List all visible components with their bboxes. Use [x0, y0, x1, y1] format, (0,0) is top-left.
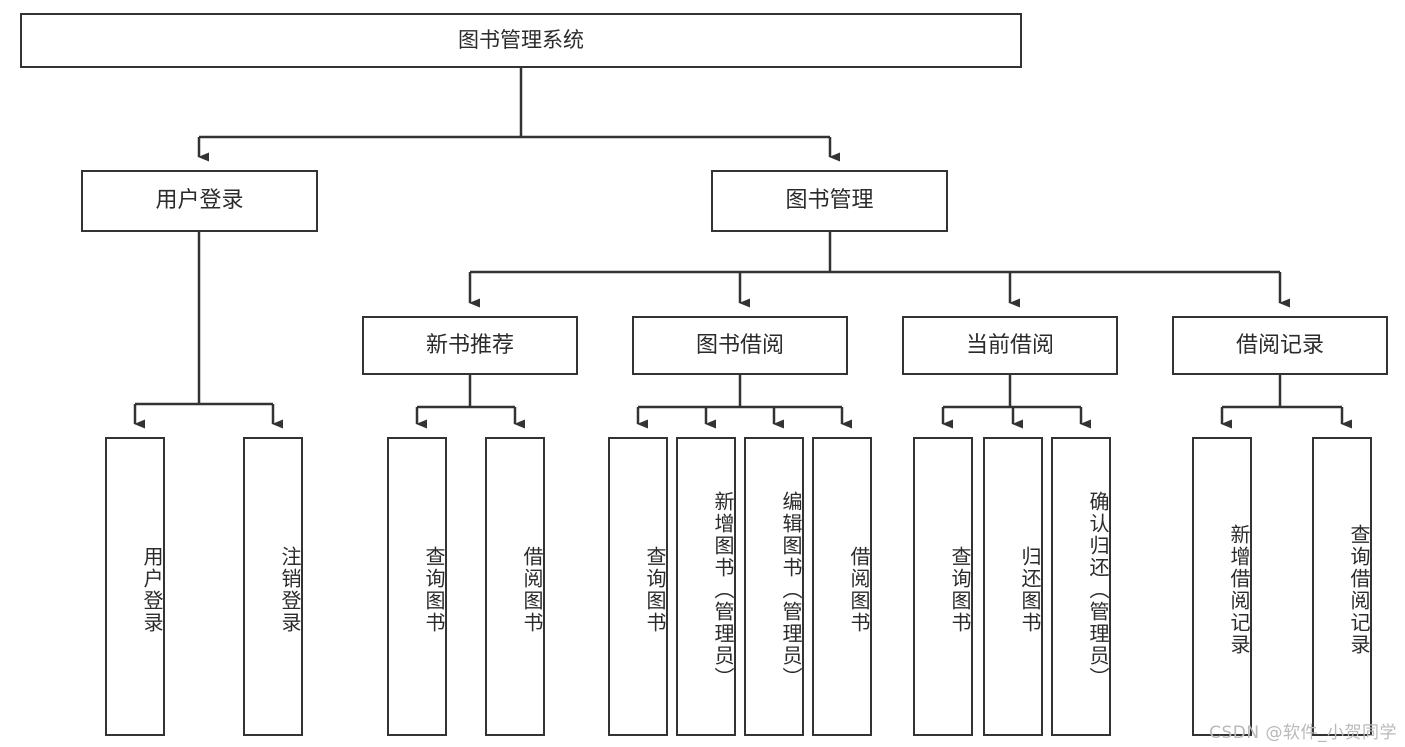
node-book-borrow-label: 图书借阅 [695, 332, 784, 358]
leaf-query-book-2[interactable]: 查询图书 [608, 437, 668, 736]
node-current-borrow[interactable]: 当前借阅 [902, 316, 1118, 375]
csdn-watermark: CSDN @软件_小贺同学 [1209, 723, 1397, 743]
node-book-manage-label: 图书管理 [785, 188, 874, 214]
leaf-logout[interactable]: 注销登录 [243, 437, 303, 736]
edge-new-book-rec-trunk [415, 375, 525, 429]
node-user-login-label: 用户登录 [155, 188, 244, 214]
leaf-borrow-book-2[interactable]: 借阅图书 [812, 437, 872, 736]
leaf-confirm-return-label: 确认归还（管理员） [1086, 490, 1110, 689]
leaf-confirm-return[interactable]: 确认归还（管理员） [1051, 437, 1111, 736]
leaf-add-record[interactable]: 新增借阅记录 [1192, 437, 1252, 736]
edge-book-borrow-trunk [636, 375, 852, 429]
leaf-add-book-label: 新增图书（管理员） [711, 490, 735, 689]
edge-user-login-trunk [133, 232, 283, 429]
leaf-borrow-book-1-label: 借阅图书 [520, 545, 544, 634]
leaf-edit-book-label: 编辑图书（管理员） [779, 490, 803, 689]
edge-root-trunk [199, 68, 830, 139]
leaf-logout-label: 注销登录 [278, 545, 302, 634]
leaf-add-book[interactable]: 新增图书（管理员） [676, 437, 736, 736]
node-borrow-record[interactable]: 借阅记录 [1172, 316, 1388, 375]
leaf-return-book-label: 归还图书 [1018, 545, 1042, 634]
node-new-book-rec[interactable]: 新书推荐 [362, 316, 578, 375]
leaf-add-record-label: 新增借阅记录 [1227, 523, 1251, 656]
node-new-book-rec-label: 新书推荐 [425, 332, 514, 358]
leaf-query-book-1-label: 查询图书 [422, 545, 446, 634]
leaf-query-book-1[interactable]: 查询图书 [387, 437, 447, 736]
leaf-borrow-book-2-label: 借阅图书 [847, 545, 871, 634]
node-root[interactable]: 图书管理系统 [20, 13, 1022, 68]
node-borrow-record-label: 借阅记录 [1235, 332, 1324, 358]
node-user-login[interactable]: 用户登录 [81, 170, 318, 232]
node-current-borrow-label: 当前借阅 [965, 332, 1054, 358]
edge-current-borrow-trunk [941, 375, 1091, 429]
leaf-edit-book[interactable]: 编辑图书（管理员） [744, 437, 804, 736]
node-root-label: 图书管理系统 [458, 28, 584, 53]
leaf-user-login-label: 用户登录 [140, 545, 164, 634]
leaf-query-record[interactable]: 查询借阅记录 [1312, 437, 1372, 736]
leaf-query-record-label: 查询借阅记录 [1347, 523, 1371, 656]
leaf-user-login[interactable]: 用户登录 [105, 437, 165, 736]
edge-book-manage-trunk [468, 232, 1290, 308]
edge-borrow-record-trunk [1220, 375, 1352, 429]
leaf-query-book-3[interactable]: 查询图书 [913, 437, 973, 736]
node-book-manage[interactable]: 图书管理 [711, 170, 948, 232]
leaf-query-book-2-label: 查询图书 [643, 545, 667, 634]
leaf-return-book[interactable]: 归还图书 [983, 437, 1043, 736]
node-book-borrow[interactable]: 图书借阅 [632, 316, 848, 375]
leaf-query-book-3-label: 查询图书 [948, 545, 972, 634]
leaf-borrow-book-1[interactable]: 借阅图书 [485, 437, 545, 736]
